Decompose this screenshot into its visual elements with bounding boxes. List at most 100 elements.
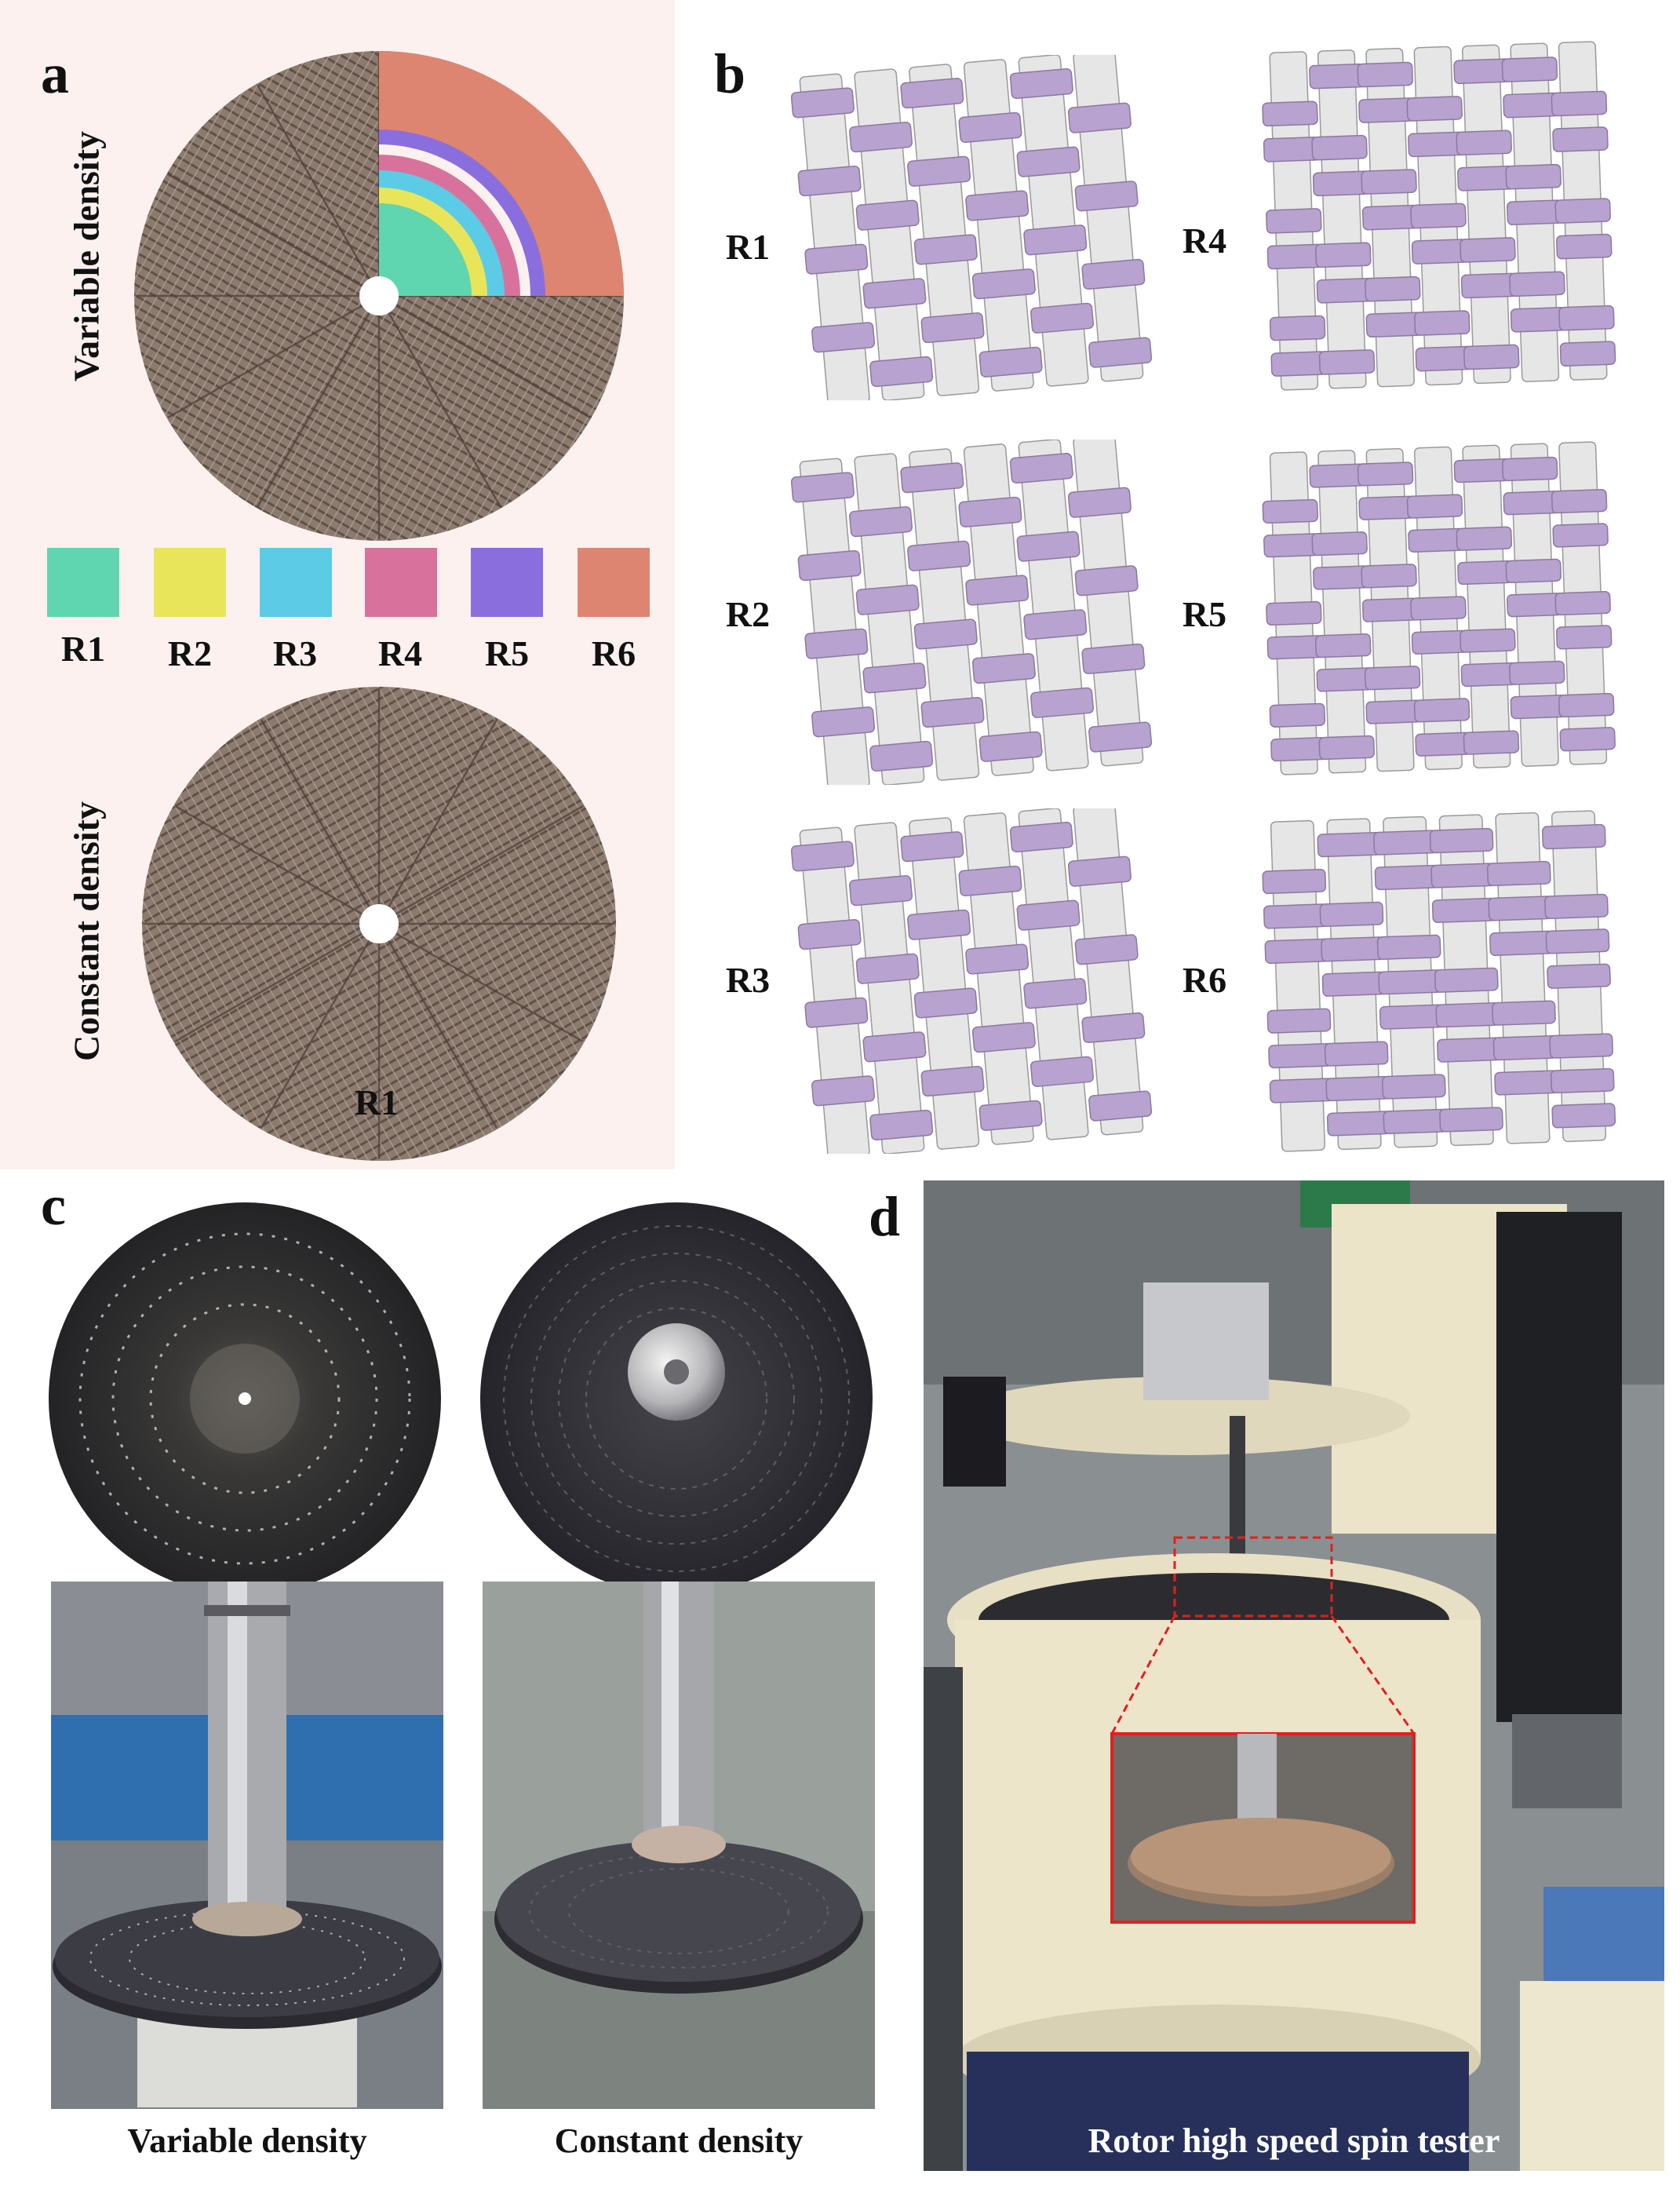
weft-yarn — [971, 268, 1036, 300]
weft-yarn — [1558, 692, 1615, 718]
weft-yarn — [1460, 628, 1516, 653]
spin-tester-photo — [924, 1180, 1664, 2171]
weft-yarn — [1379, 1004, 1444, 1030]
legend-swatch-r5 — [471, 548, 543, 617]
weft-yarn — [1023, 224, 1088, 256]
weft-yarn — [1552, 523, 1609, 548]
weave-model-r3 — [791, 808, 1152, 1154]
warp-yarn — [909, 64, 980, 396]
weft-yarn — [1016, 531, 1081, 562]
weft-yarn — [978, 1100, 1043, 1131]
weft-yarn — [869, 356, 934, 388]
weft-yarn — [1381, 1074, 1446, 1100]
weft-yarn — [1430, 863, 1496, 888]
weft-yarn — [1544, 893, 1609, 920]
weft-yarn — [1453, 58, 1510, 85]
weft-yarn — [1556, 233, 1613, 260]
weft-yarn — [869, 740, 934, 772]
weft-yarn — [1460, 272, 1518, 299]
weft-yarn — [1316, 667, 1372, 692]
weft-yarn — [1545, 929, 1610, 954]
weft-yarn — [1510, 306, 1567, 333]
weft-yarn — [862, 278, 927, 309]
weft-yarn — [1457, 166, 1514, 192]
warp-yarn — [854, 68, 925, 400]
warp-yarn — [909, 817, 980, 1150]
weft-yarn — [1030, 687, 1094, 718]
weft-yarn — [869, 1109, 934, 1141]
warp-yarn — [1317, 450, 1367, 774]
weft-yarn — [1266, 208, 1322, 234]
weft-yarn — [1488, 896, 1553, 921]
weft-yarn — [965, 943, 1030, 975]
weft-yarn — [1437, 1037, 1501, 1063]
weft-yarn — [1507, 593, 1563, 618]
weft-yarn — [1463, 730, 1520, 755]
weft-yarn — [1317, 831, 1382, 858]
weft-yarn — [1551, 489, 1608, 514]
weft-yarn — [1263, 137, 1320, 162]
weft-yarn — [1554, 198, 1611, 224]
panel-a: a Variable density — [0, 0, 675, 1169]
weft-yarn — [1074, 565, 1139, 597]
weft-yarn — [1486, 860, 1551, 887]
warp-yarn — [799, 458, 870, 785]
weft-yarn — [1456, 130, 1512, 156]
weft-yarn — [1374, 864, 1439, 891]
weft-yarn — [811, 1075, 876, 1107]
weft-yarn — [1550, 1067, 1615, 1094]
weft-yarn — [1023, 609, 1088, 640]
panel-c: c — [0, 1169, 914, 2189]
weft-yarn — [1558, 305, 1615, 331]
weft-yarn — [1378, 969, 1443, 995]
weft-yarn — [1373, 830, 1438, 856]
weft-yarn — [804, 628, 869, 659]
weft-yarn — [1439, 1107, 1503, 1133]
weft-yarn — [1316, 278, 1373, 304]
weft-yarn — [900, 831, 964, 863]
weft-yarn — [1457, 560, 1514, 586]
weft-yarn — [1410, 596, 1467, 621]
weft-yarn — [1501, 57, 1558, 82]
weft-yarn — [920, 1065, 985, 1097]
weft-yarn — [1324, 1041, 1389, 1067]
weft-yarn — [907, 909, 971, 940]
warp-yarn — [963, 443, 1034, 776]
warp-yarn — [909, 448, 980, 781]
weft-yarn — [1009, 452, 1073, 484]
weft-yarn — [1414, 310, 1470, 336]
constant-density-disc-photo — [480, 1202, 873, 1595]
weft-yarn — [965, 190, 1030, 221]
weave-label-r5: R5 — [1182, 594, 1227, 634]
weft-yarn — [1318, 735, 1375, 761]
weft-yarn — [1429, 827, 1494, 854]
weft-yarn — [1270, 737, 1327, 762]
weft-yarn — [978, 731, 1043, 762]
weave-label-r4: R4 — [1182, 221, 1227, 261]
weft-yarn — [1365, 275, 1421, 302]
variable-density-disc-photo — [49, 1202, 441, 1595]
weft-yarn — [1262, 868, 1327, 895]
weft-yarn — [958, 496, 1022, 528]
weft-yarn — [1542, 823, 1606, 850]
weft-yarn — [1383, 1108, 1448, 1135]
warp-yarn — [1270, 819, 1326, 1152]
weft-yarn — [849, 875, 913, 907]
panel-d: d — [869, 1169, 1680, 2189]
weft-yarn — [1074, 181, 1139, 212]
weft-yarn — [1264, 938, 1329, 964]
weft-yarn — [1358, 495, 1415, 520]
weft-yarn — [1269, 702, 1326, 728]
weave-model-r2 — [791, 440, 1152, 785]
weft-yarn — [849, 506, 913, 538]
weft-yarn — [1311, 134, 1368, 161]
weave-label-r3: R3 — [725, 960, 771, 1000]
weft-yarn — [1357, 462, 1414, 487]
weft-yarn — [1319, 901, 1384, 928]
weft-yarn — [1505, 163, 1562, 190]
weft-yarn — [971, 653, 1036, 684]
caption-spin-tester: Rotor high speed spin tester — [1088, 2122, 1500, 2160]
caption-constant-density: Constant density — [554, 2122, 804, 2160]
variable-density-label: Variable density — [66, 130, 107, 382]
weft-yarn — [1266, 1008, 1332, 1034]
